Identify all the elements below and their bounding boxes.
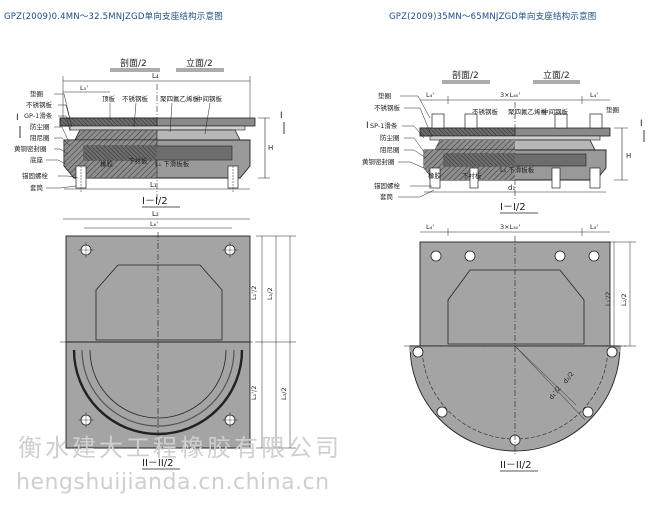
left-callout-huangtong: 黄铜密封圈: [14, 144, 47, 153]
right-callout-buxiu: 不锈钢板: [374, 103, 401, 112]
left-callout-dianquan: 垫圈: [30, 89, 43, 98]
left-plan-dim-3: L₂'/2: [250, 386, 258, 400]
left-callout-jusifu: 聚四氟乙烯板: [160, 94, 200, 103]
right-marker-a: I: [366, 121, 369, 131]
left-callout-maogu: 锚固螺栓: [22, 171, 49, 180]
left-callout-xiaban: L₁ 下滑板板: [155, 159, 190, 168]
left-callouts: 垫圈 不锈钢板 GP-1滑条 防尘圈 阻尼圈 黄铜密封圈 底座 锚固螺栓 套筒: [14, 89, 223, 192]
left-section-plan-label: I－I/2: [142, 196, 168, 207]
right-plan-top-right: L₄': [590, 223, 598, 231]
right-callout-huangtong: 黄铜密封圈: [362, 157, 395, 166]
left-plan-width: L₂: [152, 210, 159, 218]
title-right: GPZ(2009)35MN～65MNJZGD单向支座结构示意图: [389, 12, 597, 22]
left-dim-top: L₄: [152, 72, 159, 80]
right-plan: L₄' 3×L₄₀' L₄': [404, 223, 636, 472]
left-callout-zhongjian: 中间钢板: [196, 94, 223, 103]
left-dim-part: L₅': [80, 84, 88, 92]
right-dim-h: H: [626, 152, 631, 160]
left-elevation-label: 立面/2: [186, 57, 213, 69]
right-callout-fangchen: 防尘圈: [380, 133, 400, 142]
left-callout-xiachen: 下衬板: [128, 156, 148, 165]
right-callout-xiangjiao: 橡胶: [428, 171, 442, 180]
right-elevation-label: 立面/2: [543, 69, 570, 81]
left-callout-buxiu2: 不锈钢板: [122, 94, 149, 103]
left-plan-dim-4: L₃/2: [280, 387, 288, 400]
right-marker-b: I: [640, 119, 643, 129]
right-section-plan2-label: II－II/2: [500, 460, 532, 471]
right-callout-dianquan: 垫圈: [378, 91, 391, 100]
left-plan: L₂ L₆': [60, 210, 296, 470]
left-marker-a: I: [16, 113, 19, 123]
left-callout-zhiban: 底座: [30, 155, 44, 164]
left-dim-bottom: L₁: [150, 181, 157, 189]
right-callout-taotong: 套筒: [380, 192, 394, 201]
left-section-plan2-label: II－II/2: [142, 458, 174, 469]
left-plan-inner: L₆': [150, 220, 158, 228]
right-callout-zhongjian: 中间钢板: [542, 107, 569, 116]
right-plan-dim-1: L₁'/2: [604, 292, 612, 306]
left-dim-h: H: [268, 144, 273, 152]
right-plan-dim-2: L₂/2: [620, 293, 628, 306]
left-callout-buxiu: 不锈钢板: [26, 100, 53, 109]
left-elevation: 剖面/2 立面/2 L₄ L₅': [14, 57, 285, 208]
left-marker-b: I: [280, 111, 283, 121]
right-callout-jusifu: 聚四氟乙烯板: [508, 107, 548, 116]
left-callout-gp: GP-1滑条: [24, 111, 53, 120]
right-elevation: 剖面/2 立面/2 L₄' 3×L₄₀' L₄': [362, 69, 645, 214]
right-dim-top-left: L₄': [426, 91, 434, 99]
title-left: GPZ(2009)0.4MN～32.5MNJZGD单向支座结构示意图: [4, 12, 223, 22]
right-callout-xiaban: L₁ 下滑板板: [500, 165, 535, 174]
left-callout-taotong: 套筒: [30, 183, 44, 192]
right-callout-buxiu2: 不锈钢板: [472, 107, 499, 116]
left-callout-dingban: 顶板: [102, 94, 116, 103]
left-section-label: 剖面/2: [120, 57, 147, 69]
left-plan-dim-1: L₁'/2: [250, 286, 258, 300]
right-callout-maogu: 锚固螺栓: [374, 181, 401, 190]
right-plan-top-mid: 3×L₄₀': [500, 223, 520, 231]
right-dim-top-mid: 3×L₄₀': [500, 91, 520, 99]
right-callout-dianquan-r: 垫圈: [606, 105, 619, 114]
right-dim-bottom: d₁: [508, 184, 515, 192]
right-section-label: 剖面/2: [452, 69, 479, 81]
left-callout-xiangjiao: 橡胶: [100, 159, 114, 168]
right-callout-zuni: 阻尼圈: [380, 145, 400, 154]
right-callout-gp: SP-1滑条: [370, 121, 398, 130]
left-callout-fangchen: 防尘圈: [30, 122, 50, 131]
right-section-plan-label: I－I/2: [500, 202, 526, 213]
left-callout-zuni: 阻尼圈: [30, 133, 50, 142]
right-dim-top-right: L₄': [590, 91, 598, 99]
right-plan-top-left: L₄': [426, 223, 434, 231]
right-callouts: 垫圈 不锈钢板 SP-1滑条 防尘圈 阻尼圈 黄铜密封圈 锚固螺栓 套筒: [362, 91, 619, 201]
right-callout-xiachen: 下衬板: [462, 171, 482, 180]
left-plan-dim-2: L₁/2: [266, 287, 274, 300]
